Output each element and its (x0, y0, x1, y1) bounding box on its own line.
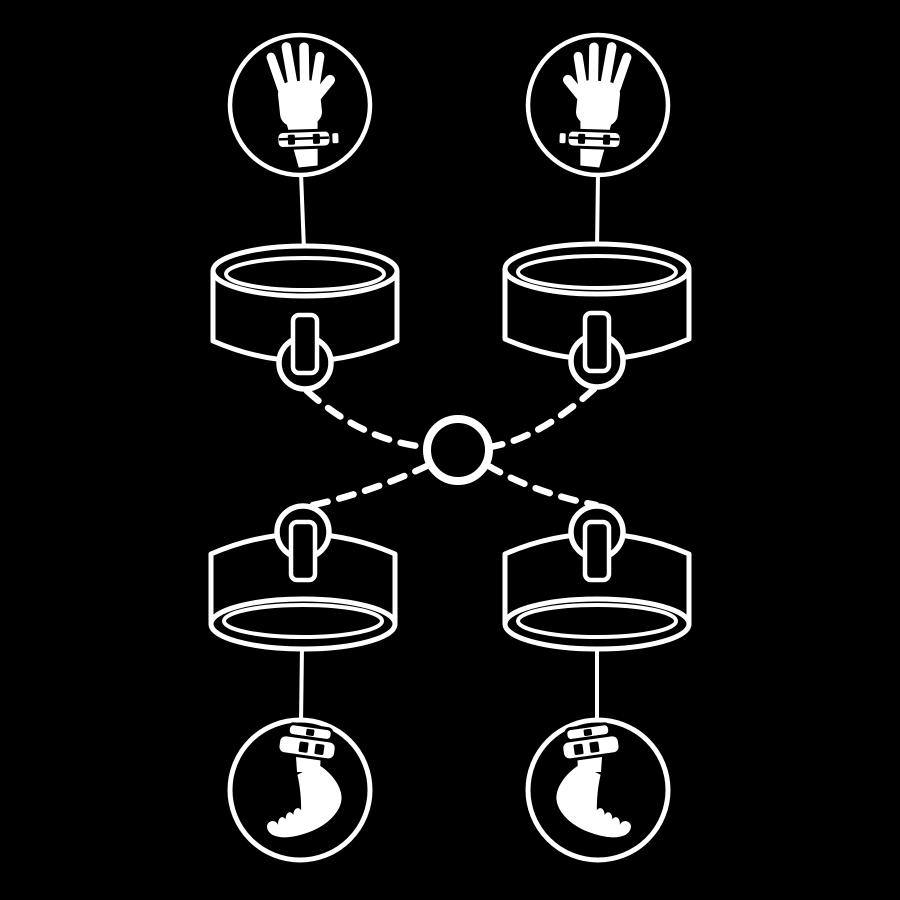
tether-right-wrist-cuff-to-ring (486, 385, 598, 451)
ankle-node-left (227, 717, 373, 863)
tether-ring-to-left-ankle-cuff (300, 461, 433, 511)
wrist-node-right (525, 32, 671, 178)
ankle-node-right (525, 717, 671, 863)
connector-right-wrist (595, 172, 600, 251)
connector-left-wrist (299, 172, 306, 251)
wrist-node-left (227, 32, 373, 178)
center-ring-icon (423, 415, 493, 485)
tether-left-wrist-cuff-to-ring (303, 387, 430, 451)
connector-left-ankle (299, 645, 304, 724)
tether-ring-to-right-ankle-cuff (483, 461, 600, 509)
